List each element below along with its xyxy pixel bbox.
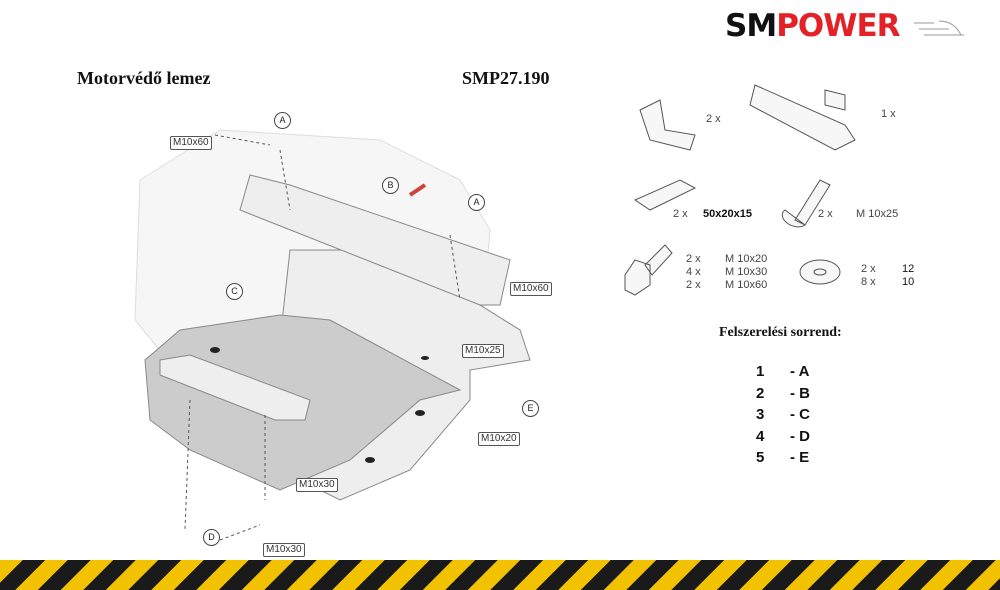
marker-d: D [203, 529, 220, 546]
sequence-title: Felszerelési sorrend: [719, 325, 842, 340]
sequence-step: 3- C [756, 406, 810, 423]
car-logo-icon [914, 20, 965, 35]
marker-b: B [382, 177, 399, 194]
marker-c: C [226, 283, 243, 300]
sequence-list: 1- A 2- B 3- C 4- D 5- E [756, 361, 810, 469]
part-size-3: 50x20x15 [703, 208, 752, 220]
part-qty-1: 2 x [706, 113, 721, 125]
sequence-step: 4- D [756, 427, 810, 445]
sequence-step: 2- B [756, 384, 810, 402]
label-m10x25: M10x25 [462, 344, 504, 358]
label-m10x20: M10x20 [478, 432, 520, 446]
hex-bolt-icon [624, 244, 673, 296]
sequence-step: 1- A [756, 363, 810, 380]
direction-arrow-icon [408, 183, 427, 197]
label-m10x60-right: M10x60 [510, 282, 552, 296]
label-m10x30-a: M10x30 [296, 478, 338, 492]
sequence-step: 5- E [756, 449, 810, 466]
label-m10x60-top: M10x60 [170, 136, 212, 150]
front-bracket-b [239, 174, 511, 306]
document-title: Motorvédő lemez [77, 68, 211, 88]
spacer-icon [633, 179, 697, 211]
part-qty-2: 1 x [881, 108, 896, 120]
marker-a1: A [274, 112, 291, 129]
marker-e: E [522, 400, 539, 417]
product-code: SMP27.190 [462, 68, 550, 88]
marker-a2: A [468, 194, 485, 211]
countersunk-bolt-icon [781, 179, 831, 228]
angle-bracket-icon [639, 99, 696, 151]
parts-illustrations [624, 84, 856, 296]
long-bracket-icon [749, 84, 856, 151]
label-m10x30-b: M10x30 [263, 543, 305, 557]
bracket-c [159, 354, 311, 421]
hazard-stripe-footer [0, 560, 1000, 590]
part-size-4: M 10x25 [856, 208, 899, 220]
part-qty-4: 2 x [818, 208, 833, 220]
smpower-logo: SMPOWER [725, 8, 969, 44]
assembly-diagram [134, 129, 531, 541]
part-qty-3: 2 x [673, 208, 688, 220]
